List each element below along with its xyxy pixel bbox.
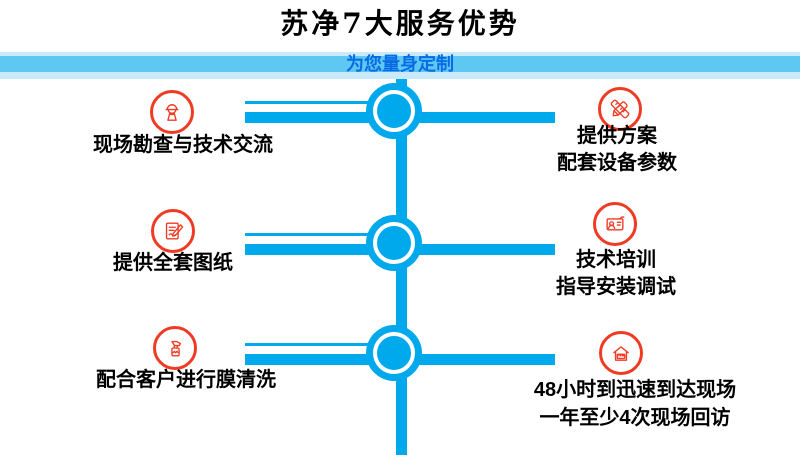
spray-bottle-icon xyxy=(153,326,197,370)
left-item-1-label: 现场勘查与技术交流 xyxy=(58,132,308,159)
worker-icon xyxy=(150,90,194,134)
timeline-node-1 xyxy=(373,90,415,132)
design-tools-icon xyxy=(598,87,642,131)
right-item-3-label: 48小时到迅速到达现场 一年至少4次现场回访 xyxy=(510,376,760,432)
left-item-3-label: 配合客户进行膜清洗 xyxy=(61,367,311,394)
right-item-1-line-2: 配套设备参数 xyxy=(557,152,677,174)
right-item-2-line-1: 技术培训 xyxy=(576,249,656,271)
right-item-2-line-2: 指导安装调试 xyxy=(556,276,676,298)
right-item-2-label: 技术培训 指导安装调试 xyxy=(516,247,716,301)
banner-ribbon xyxy=(0,52,800,79)
connector-left-thin-2 xyxy=(245,233,401,236)
right-item-3-line-1: 48小时到迅速到达现场 xyxy=(533,379,737,401)
connector-left-thin-3 xyxy=(245,343,401,346)
connector-left-thin-1 xyxy=(245,101,401,104)
left-item-3-line-1: 配合客户进行膜清洗 xyxy=(96,369,276,391)
banner-label: 为您量身定制 xyxy=(346,54,454,74)
training-card-icon xyxy=(593,202,637,246)
connector-left-3 xyxy=(245,354,401,365)
left-item-1-line-1: 现场勘查与技术交流 xyxy=(93,134,273,156)
page-title: 苏净7大服务优势 xyxy=(280,7,520,40)
timeline-center-line xyxy=(396,79,407,455)
blueprint-icon xyxy=(151,209,195,253)
connector-left-1 xyxy=(245,112,401,123)
right-item-1-label: 提供方案 配套设备参数 xyxy=(517,123,717,177)
connector-right-2 xyxy=(400,244,555,255)
left-item-2-label: 提供全套图纸 xyxy=(48,250,298,277)
right-item-3-line-2: 一年至少4次现场回访 xyxy=(539,407,731,429)
left-item-2-line-1: 提供全套图纸 xyxy=(113,252,233,274)
house-ruler-icon xyxy=(599,331,643,375)
connector-left-2 xyxy=(245,244,401,255)
connector-right-1 xyxy=(400,112,555,123)
right-item-1-line-1: 提供方案 xyxy=(577,125,657,147)
timeline-node-2 xyxy=(373,222,415,264)
connector-right-3 xyxy=(400,354,555,365)
timeline-node-3 xyxy=(373,332,415,374)
